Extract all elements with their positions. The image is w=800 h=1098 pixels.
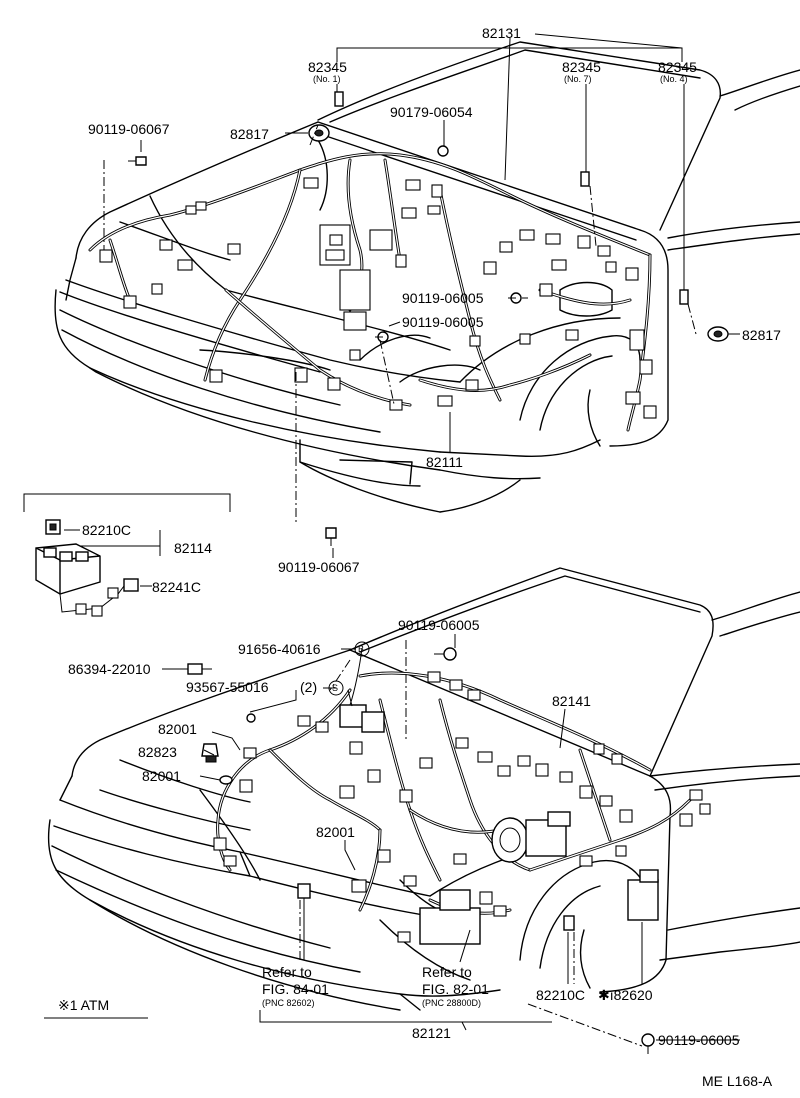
label-90119-06067-top: 90119-06067 — [88, 121, 170, 137]
top-leader-lines — [103, 33, 740, 558]
label-90119-06005-top: 90119-06005 — [398, 617, 480, 633]
bottom-car-drawing — [47, 567, 800, 1011]
top-parts — [128, 91, 729, 546]
label-82001-b: 82001 — [142, 768, 181, 784]
label-90119-06005-b: 90119-06005 — [402, 314, 484, 330]
refer-b-line1: Refer to — [422, 964, 472, 980]
label-91656-40616: 91656-40616 — [238, 641, 321, 657]
footnote-atm: ※1 ATM — [58, 997, 109, 1013]
relay-82620-part — [627, 879, 659, 921]
connector-82210c-part — [563, 915, 575, 931]
refer-b-line2: FIG. 82-01 — [422, 981, 489, 997]
label-93567-55016: 93567-55016 — [186, 679, 269, 695]
marker-s: S — [332, 683, 338, 693]
label-82210c-inset: 82210C — [82, 522, 131, 538]
connector-82241c-part — [123, 578, 139, 592]
note-no4: (No. 4) — [660, 74, 688, 84]
label-82345-no4: 82345 — [658, 59, 697, 75]
label-82817-right: 82817 — [742, 327, 781, 343]
label-qty-2: (2) — [300, 679, 317, 695]
bottom-labels: 90119-06005 91656-40616 86394-22010 9356… — [68, 617, 740, 1048]
top-connectors — [99, 177, 657, 419]
clamp-82345-no4-part — [679, 289, 689, 305]
refer-a-line2: FIG. 84-01 — [262, 981, 329, 997]
label-82241c: 82241C — [152, 579, 201, 595]
label-82620: ✱ı82620 — [598, 987, 653, 1003]
label-82345-no1: 82345 — [308, 59, 347, 75]
top-car-drawing — [54, 41, 800, 513]
label-82001-c: 82001 — [316, 824, 355, 840]
bottom-components — [213, 671, 711, 945]
label-82817-left: 82817 — [230, 126, 269, 142]
label-86394-22010: 86394-22010 — [68, 661, 151, 677]
note-no1: (No. 1) — [313, 74, 341, 84]
label-90119-06005-bottom: 90119-06005 — [658, 1032, 740, 1048]
bottom-parts — [187, 647, 655, 1054]
figure-code: ME L168-A — [702, 1073, 773, 1089]
refer-b-pnc: (PNC 28800D) — [422, 998, 481, 1008]
label-82111: 82111 — [426, 454, 463, 470]
top-labels: 82131 82345 (No. 1) 82345 (No. 7) 82345 … — [88, 25, 781, 575]
bottom-markers: B S — [328, 641, 370, 696]
sensor-82823-part — [201, 743, 219, 757]
nut-90179-part — [437, 145, 449, 157]
label-82210c-bottom: 82210C — [536, 987, 585, 1003]
note-no7: (No. 7) — [564, 74, 592, 84]
label-82121: 82121 — [412, 1025, 451, 1041]
label-82141: 82141 — [552, 693, 591, 709]
label-82114: 82114 — [174, 540, 212, 556]
label-90119-06067-bottom: 90119-06067 — [278, 559, 360, 575]
label-82823: 82823 — [138, 744, 177, 760]
footer: ※1 ATM ME L168-A — [44, 997, 773, 1089]
inset-relay-block: 82210C 82114 82241C — [23, 493, 231, 617]
screw-86394-part — [187, 663, 203, 675]
label-82131: 82131 — [482, 25, 521, 41]
clamp-82345-no1-part — [334, 91, 344, 107]
label-90119-06005-a: 90119-06005 — [402, 290, 484, 306]
refer-a-pnc: (PNC 82602) — [262, 998, 315, 1008]
label-90179-06054: 90179-06054 — [390, 104, 473, 120]
clamp-82345-no7-part — [580, 171, 590, 187]
marker-b: B — [358, 644, 364, 654]
bottom-wiring-harness — [216, 671, 692, 915]
label-82345-no7: 82345 — [562, 59, 601, 75]
bottom-leader-lines — [162, 634, 740, 1047]
label-82001-a: 82001 — [158, 721, 197, 737]
refer-a-line1: Refer to — [262, 964, 312, 980]
